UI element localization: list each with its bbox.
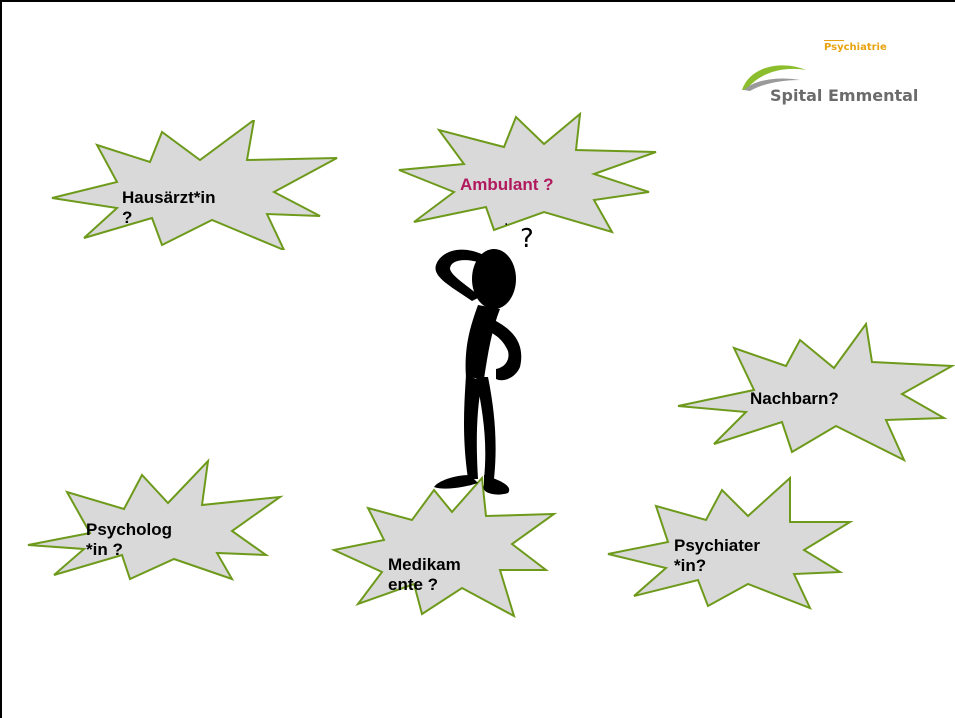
burst-label-psychiater: Psychiater *in?	[674, 536, 760, 575]
logo-department: Psychiatrie	[824, 42, 887, 53]
burst-psychologin	[27, 458, 284, 581]
logo-arc-icon	[742, 65, 806, 91]
logo-name: Spital Emmental	[770, 86, 919, 105]
burst-label-ambulant: Ambulant ?	[460, 175, 554, 194]
burst-ambulant	[398, 112, 657, 234]
thinking-stick-figure-icon: ? ·	[434, 217, 534, 495]
burst-psychiater	[607, 476, 854, 610]
svg-text:·: ·	[504, 217, 508, 233]
burst-label-nachbarn: Nachbarn?	[750, 389, 839, 408]
logo-accent-line	[824, 40, 844, 41]
burst-nachbarn	[677, 322, 955, 462]
burst-medikamente	[330, 475, 558, 619]
question-mark: ?	[520, 224, 534, 254]
burst-hausarzt	[51, 120, 338, 250]
burst-label-medikamente: Medikam ente ?	[388, 555, 461, 594]
burst-label-psychologin: Psycholog *in ?	[86, 520, 172, 559]
burst-label-hausarzt: Hausärzt*in ?	[122, 188, 216, 227]
